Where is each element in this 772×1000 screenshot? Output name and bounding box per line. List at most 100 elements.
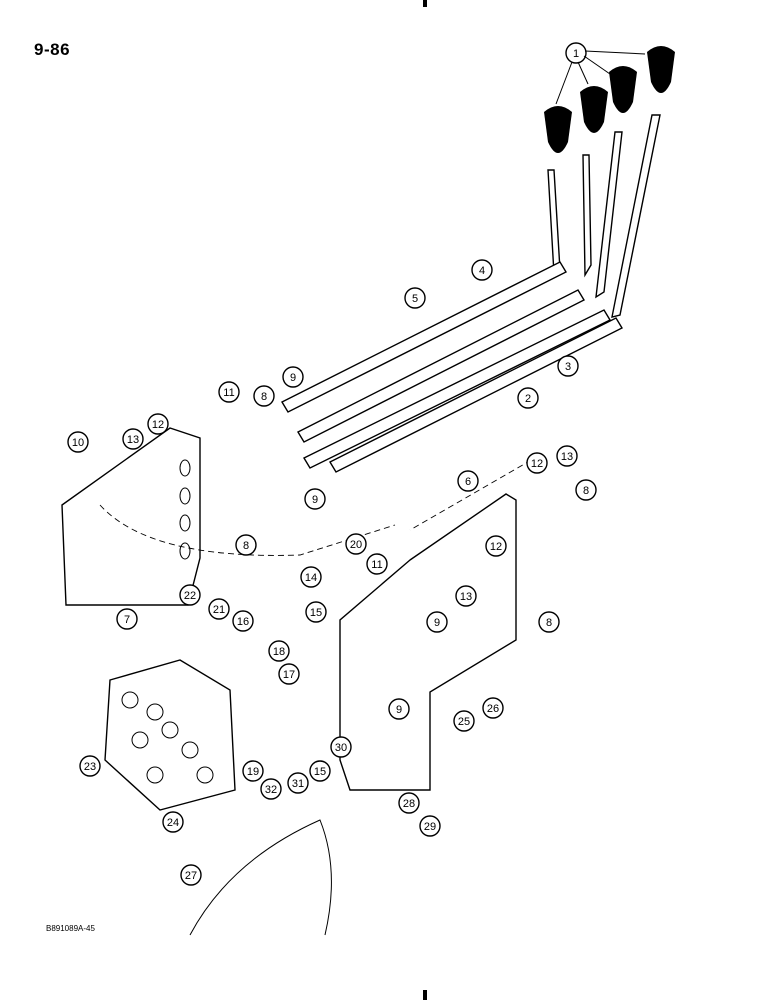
callout-24: 24 xyxy=(162,811,184,833)
svg-text:13: 13 xyxy=(460,591,472,603)
callout-13c: 13 xyxy=(455,585,477,607)
callout-12b: 12 xyxy=(526,452,548,474)
callout-12a: 12 xyxy=(147,413,169,435)
control-valve-bank xyxy=(104,659,236,811)
top-crop-mark xyxy=(423,0,427,7)
callout-9c: 9 xyxy=(426,611,448,633)
svg-text:9: 9 xyxy=(290,372,296,384)
callout-21: 21 xyxy=(208,598,230,620)
svg-text:29: 29 xyxy=(424,821,436,833)
svg-text:20: 20 xyxy=(350,539,362,551)
callout-23: 23 xyxy=(79,755,101,777)
callout-7: 7 xyxy=(116,608,138,630)
callout-8c: 8 xyxy=(575,479,597,501)
callout-17: 17 xyxy=(278,663,300,685)
callout-18: 18 xyxy=(268,640,290,662)
svg-text:16: 16 xyxy=(237,616,249,628)
callout-26: 26 xyxy=(482,697,504,719)
callout-13b: 13 xyxy=(556,445,578,467)
svg-text:21: 21 xyxy=(213,604,225,616)
callout-9b: 9 xyxy=(304,488,326,510)
svg-text:27: 27 xyxy=(185,870,197,882)
svg-text:7: 7 xyxy=(124,614,130,626)
lever-rods xyxy=(281,261,623,473)
svg-text:15: 15 xyxy=(314,766,326,778)
callout-9a: 9 xyxy=(282,366,304,388)
svg-text:4: 4 xyxy=(479,265,485,277)
svg-text:17: 17 xyxy=(283,669,295,681)
callout-10: 10 xyxy=(67,431,89,453)
callout-13a: 13 xyxy=(122,428,144,450)
svg-text:25: 25 xyxy=(458,716,470,728)
callout-2: 2 xyxy=(517,387,539,409)
callout-8a: 8 xyxy=(253,385,275,407)
svg-text:12: 12 xyxy=(531,458,543,470)
assembly-dash-left xyxy=(99,504,396,556)
svg-text:11: 11 xyxy=(223,387,234,399)
assembly-dash-right xyxy=(409,454,541,531)
svg-text:32: 32 xyxy=(265,784,277,796)
callout-15a: 15 xyxy=(305,601,327,623)
callout-1: 1 xyxy=(555,42,646,105)
callout-14: 14 xyxy=(300,566,322,588)
callout-30: 30 xyxy=(330,736,352,758)
bottom-crop-mark xyxy=(423,990,427,1000)
callout-31: 31 xyxy=(287,772,309,794)
svg-text:3: 3 xyxy=(565,361,571,373)
callout-15b: 15 xyxy=(309,760,331,782)
callout-22: 22 xyxy=(179,584,201,606)
svg-text:31: 31 xyxy=(292,778,304,790)
svg-text:24: 24 xyxy=(167,817,179,829)
svg-text:9: 9 xyxy=(312,494,318,506)
callout-19: 19 xyxy=(242,760,264,782)
svg-text:8: 8 xyxy=(583,485,589,497)
svg-text:9: 9 xyxy=(434,617,440,629)
svg-text:23: 23 xyxy=(84,761,96,773)
callout-11a: 11 xyxy=(218,381,240,403)
left-plate-holes xyxy=(179,459,191,560)
callout-16: 16 xyxy=(232,610,254,632)
svg-text:10: 10 xyxy=(72,437,84,449)
callout-9d: 9 xyxy=(388,698,410,720)
svg-text:9: 9 xyxy=(396,704,402,716)
callout-12c: 12 xyxy=(485,535,507,557)
svg-text:8: 8 xyxy=(546,617,552,629)
svg-text:18: 18 xyxy=(273,646,285,658)
svg-text:6: 6 xyxy=(465,476,471,488)
svg-text:5: 5 xyxy=(412,293,418,305)
callout-3: 3 xyxy=(557,355,579,377)
svg-text:22: 22 xyxy=(184,590,196,602)
svg-text:2: 2 xyxy=(525,393,531,405)
callout-29: 29 xyxy=(419,815,441,837)
callout-5: 5 xyxy=(404,287,426,309)
svg-text:26: 26 xyxy=(487,703,499,715)
left-plate xyxy=(61,427,201,606)
svg-text:30: 30 xyxy=(335,742,347,754)
lever-knobs xyxy=(544,46,675,153)
svg-text:11: 11 xyxy=(371,559,382,571)
svg-text:14: 14 xyxy=(305,572,317,584)
svg-text:13: 13 xyxy=(127,434,139,446)
svg-text:19: 19 xyxy=(247,766,259,778)
callout-25: 25 xyxy=(453,710,475,732)
callout-8b: 8 xyxy=(235,534,257,556)
svg-text:28: 28 xyxy=(403,798,415,810)
right-plate xyxy=(339,493,517,791)
callout-11b: 11 xyxy=(366,553,388,575)
frame-outline xyxy=(189,819,332,936)
svg-text:8: 8 xyxy=(243,540,249,552)
figure-code: B891089A-45 xyxy=(46,924,95,933)
svg-text:12: 12 xyxy=(152,419,164,431)
callout-20: 20 xyxy=(345,533,367,555)
callout-32: 32 xyxy=(260,778,282,800)
callout-28: 28 xyxy=(398,792,420,814)
svg-text:8: 8 xyxy=(261,391,267,403)
callout-27: 27 xyxy=(180,864,202,886)
svg-text:12: 12 xyxy=(490,541,502,553)
svg-text:13: 13 xyxy=(561,451,573,463)
page-number: 9-86 xyxy=(34,40,71,59)
svg-text:1: 1 xyxy=(573,48,579,60)
callout-8d: 8 xyxy=(538,611,560,633)
callout-6: 6 xyxy=(457,470,479,492)
